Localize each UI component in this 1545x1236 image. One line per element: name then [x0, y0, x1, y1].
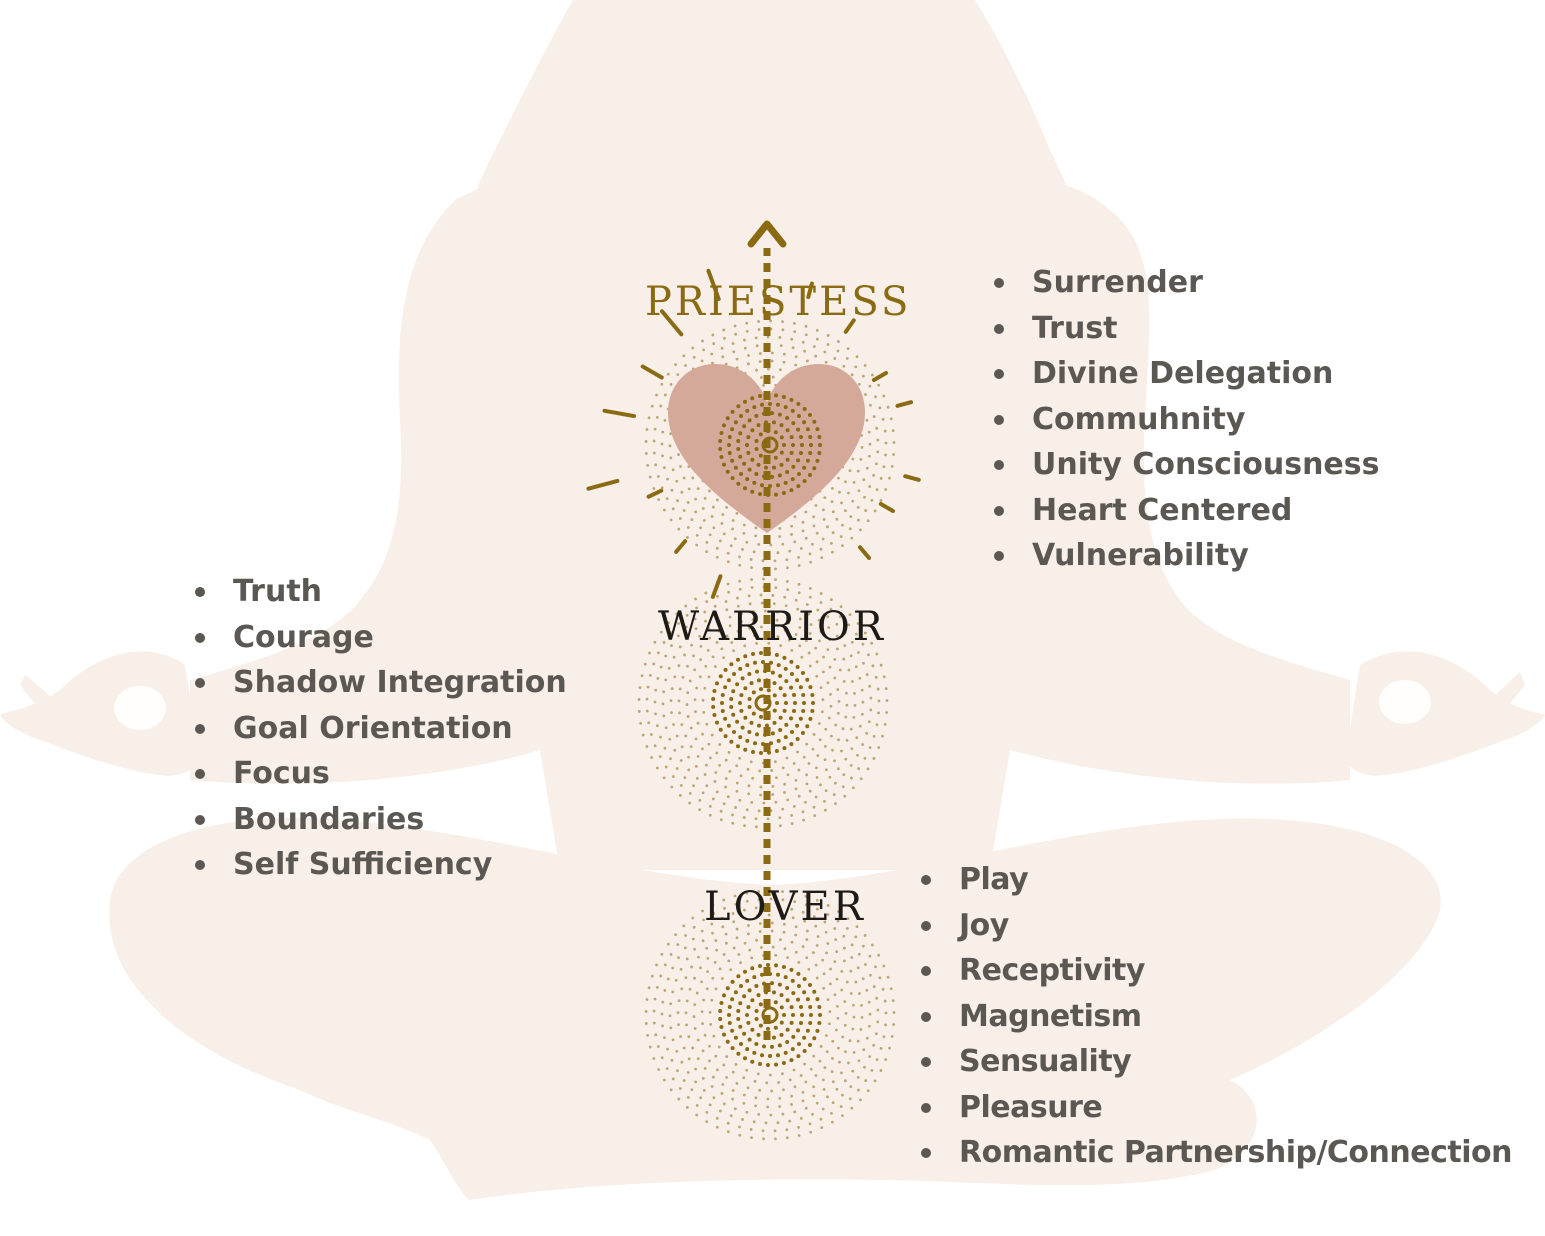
trait-label: Trust: [1032, 310, 1118, 346]
bullet-icon: [195, 632, 205, 643]
heart-rays: [586, 268, 921, 599]
lover-trait-list: Play Joy Receptivity Magnetism Sensualit…: [921, 857, 1512, 1176]
trait-label: Receptivity: [959, 953, 1145, 988]
trait-item: Romantic Partnership/Connection: [921, 1130, 1512, 1176]
trait-item: Courage: [195, 615, 567, 661]
trait-item: Goal Orientation: [195, 706, 567, 752]
trait-item: Divine Delegation: [994, 351, 1380, 397]
trait-label: Magnetism: [959, 998, 1142, 1034]
trait-item: Commuhnity: [994, 397, 1380, 443]
bullet-icon: [994, 278, 1004, 288]
trait-item: Receptivity: [921, 948, 1512, 994]
bullet-icon: [921, 920, 931, 931]
trait-item: Magnetism: [921, 994, 1512, 1040]
bullet-icon: [921, 1148, 931, 1158]
bullet-icon: [195, 860, 205, 870]
bullet-icon: [921, 875, 931, 885]
lover-label: LOVER: [704, 884, 866, 930]
bullet-icon: [994, 460, 1004, 470]
radiant-heart-icon: [668, 364, 865, 533]
bullet-icon: [994, 369, 1004, 379]
trait-label: Truth: [233, 574, 323, 609]
trait-label: Divine Delegation: [1032, 356, 1334, 391]
trait-item: Play: [921, 857, 1512, 903]
bullet-icon: [195, 678, 205, 688]
trait-item: Pleasure: [921, 1085, 1512, 1131]
trait-item: Unity Consciousness: [994, 442, 1380, 488]
priestess-trait-list: Surrender Trust Divine Delegation Commuh…: [994, 260, 1380, 579]
trait-label: Surrender: [1032, 265, 1203, 300]
bullet-icon: [921, 966, 931, 976]
trait-item: Self Sufficiency: [195, 842, 567, 888]
arrow-head-icon: [747, 220, 787, 248]
trait-label: Sensuality: [959, 1044, 1132, 1079]
trait-item: Surrender: [994, 260, 1380, 306]
bullet-icon: [195, 814, 205, 825]
bullet-icon: [994, 505, 1004, 516]
trait-label: Unity Consciousness: [1032, 447, 1380, 482]
bullet-icon: [195, 587, 205, 597]
trait-label: Romantic Partnership/Connection: [959, 1135, 1512, 1170]
trait-label: Goal Orientation: [233, 710, 513, 746]
bullet-icon: [994, 414, 1004, 425]
trait-label: Commuhnity: [1032, 401, 1246, 437]
bullet-icon: [921, 1102, 931, 1113]
bullet-icon: [921, 1057, 931, 1067]
trait-item: Joy: [921, 903, 1512, 949]
trait-item: Trust: [994, 306, 1380, 352]
bullet-icon: [195, 769, 205, 779]
trait-label: Heart Centered: [1032, 492, 1293, 528]
trait-label: Play: [959, 862, 1029, 897]
priestess-label: PRIESTESS: [645, 279, 912, 325]
warrior-trait-list: Truth Courage Shadow Integration Goal Or…: [195, 569, 567, 888]
trait-item: Focus: [195, 751, 567, 797]
trait-label: Focus: [233, 756, 330, 791]
trait-item: Boundaries: [195, 797, 567, 843]
warrior-label: WARRIOR: [658, 604, 886, 650]
energy-dot-rings: [711, 393, 822, 1067]
bullet-icon: [994, 551, 1004, 561]
trait-label: Pleasure: [959, 1089, 1103, 1125]
bullet-icon: [195, 723, 205, 734]
bullet-icon: [994, 323, 1004, 334]
trait-item: Shadow Integration: [195, 660, 567, 706]
bullet-icon: [921, 1011, 931, 1022]
trait-label: Boundaries: [233, 801, 425, 837]
trait-item: Truth: [195, 569, 567, 615]
trait-item: Vulnerability: [994, 533, 1380, 579]
trait-label: Shadow Integration: [233, 665, 567, 700]
trait-item: Sensuality: [921, 1039, 1512, 1085]
trait-label: Self Sufficiency: [233, 847, 493, 882]
trait-item: Heart Centered: [994, 488, 1380, 534]
trait-label: Vulnerability: [1032, 538, 1249, 573]
trait-label: Joy: [959, 907, 1009, 943]
trait-label: Courage: [233, 619, 374, 655]
